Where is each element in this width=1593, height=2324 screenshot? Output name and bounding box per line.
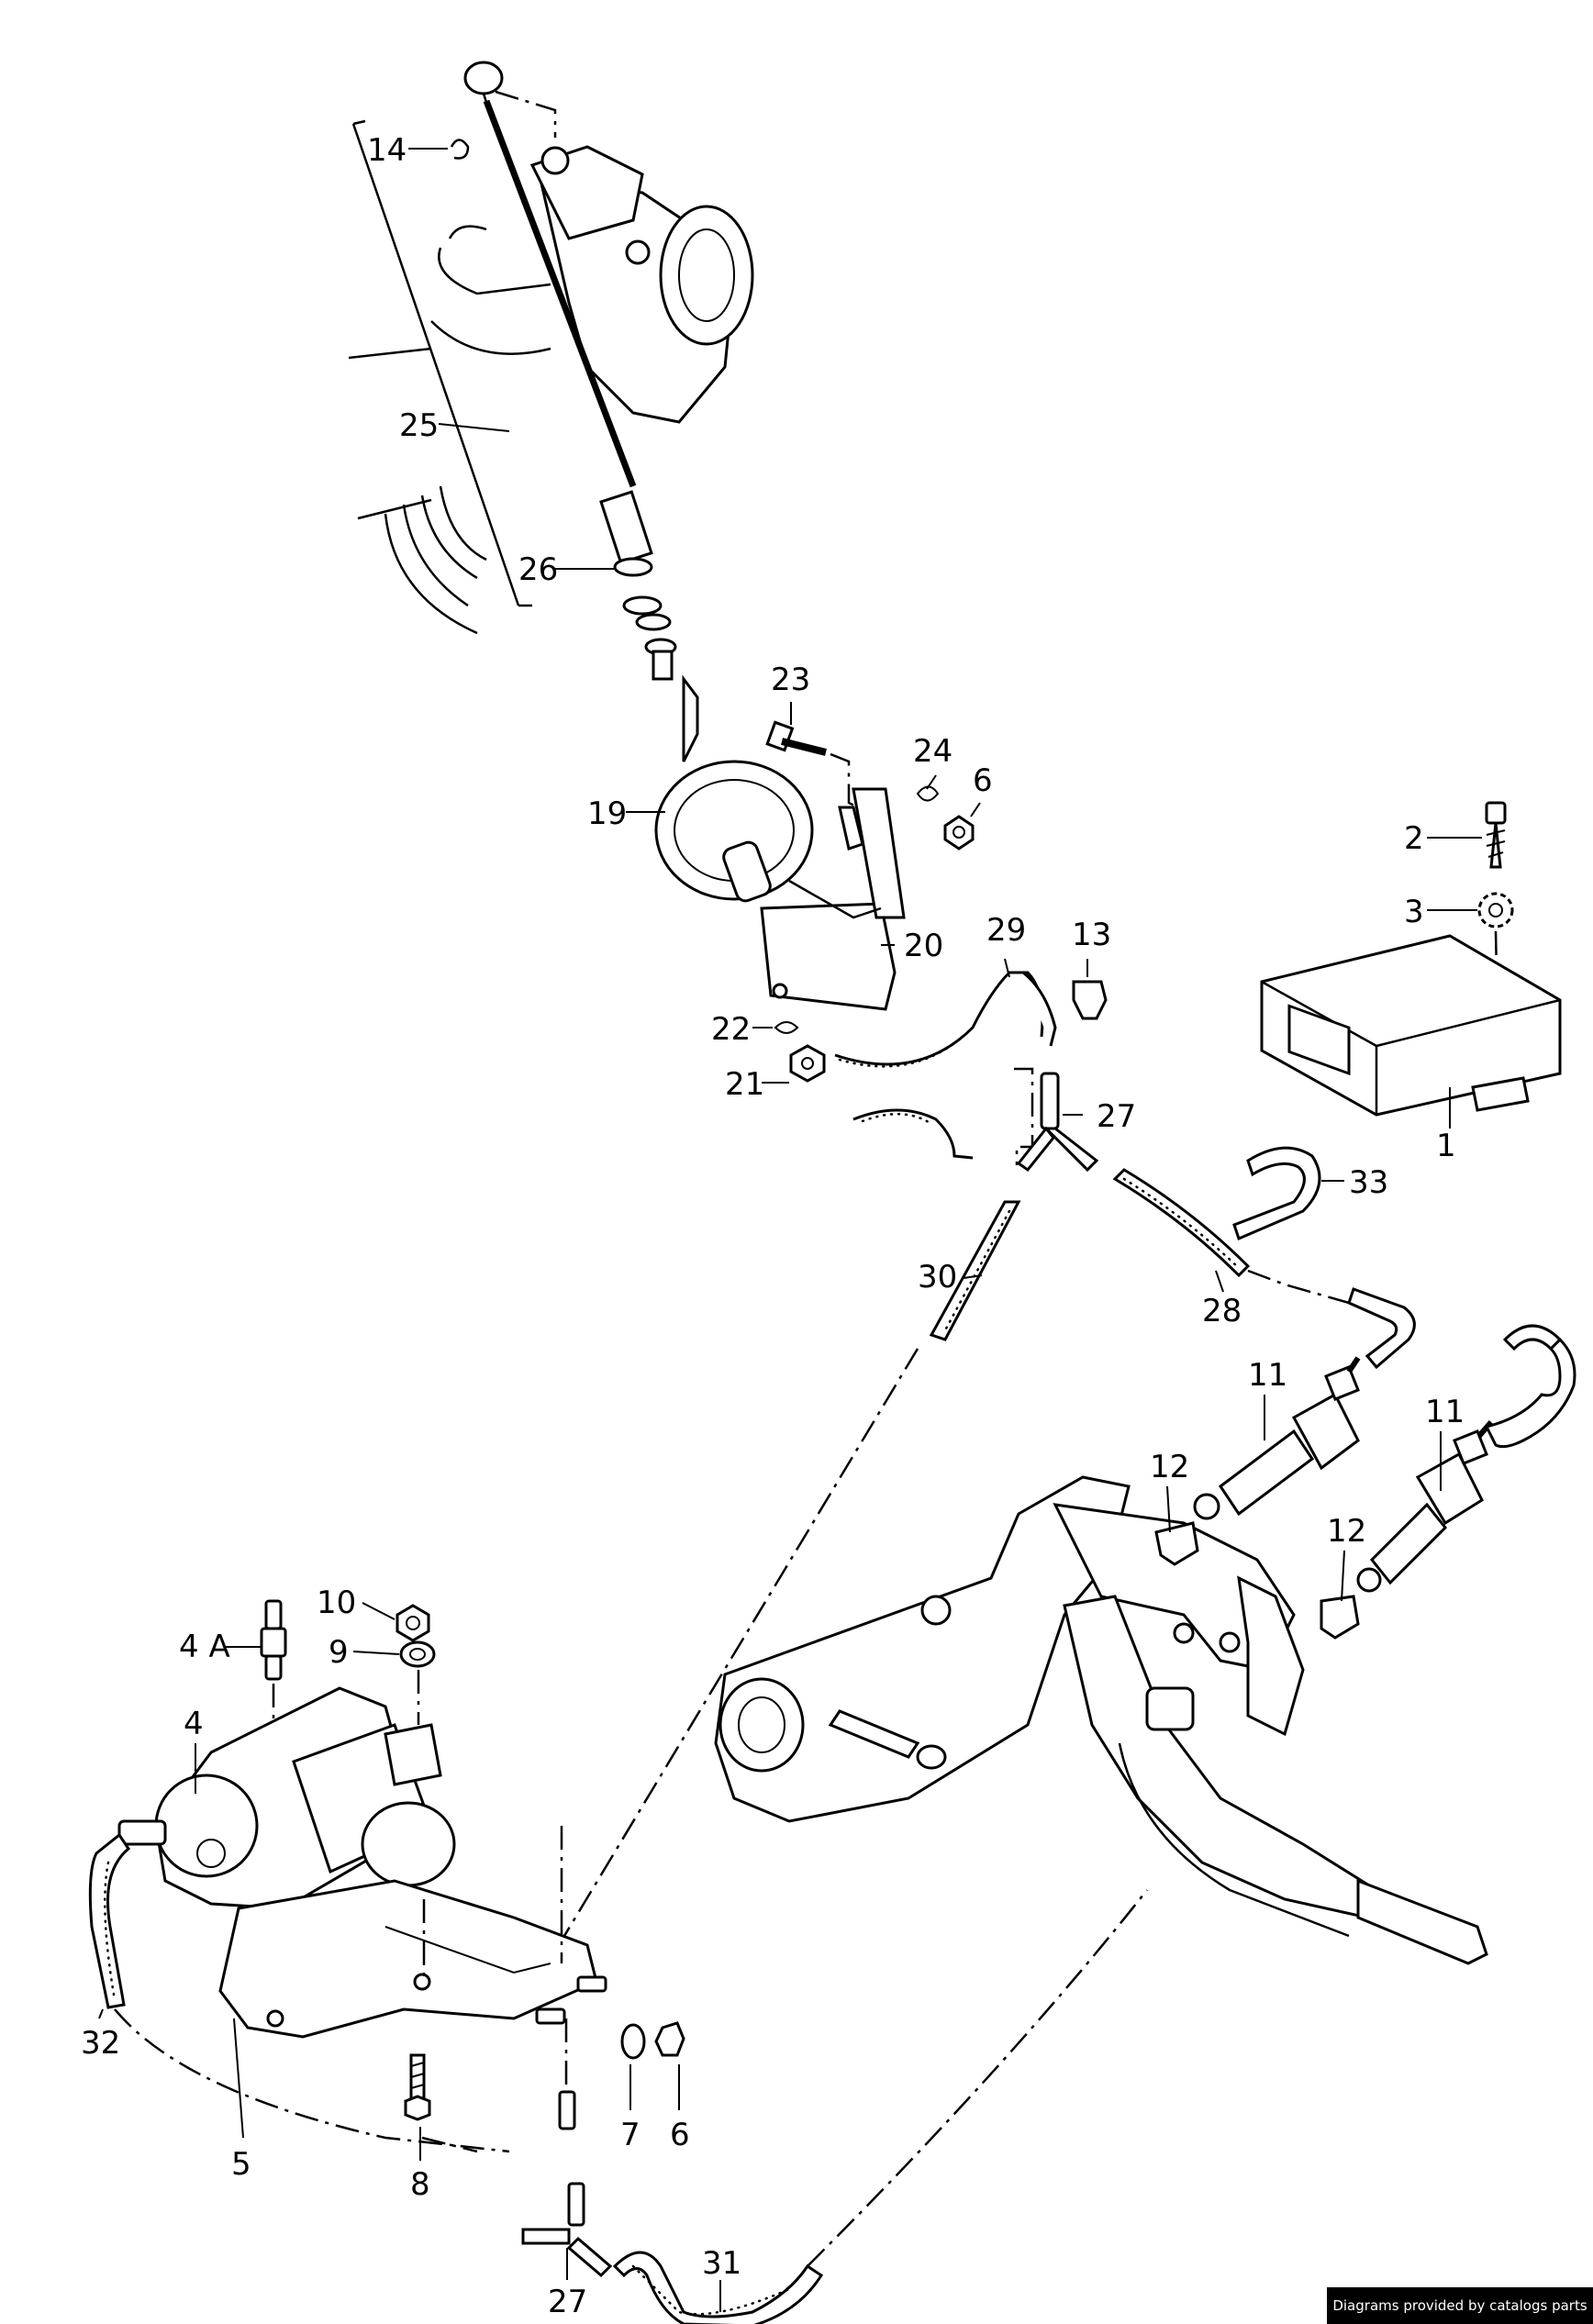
callout-7: 7 [620,2117,641,2153]
callout-4a: 4 A [179,1629,230,1665]
vacuum-unit-assembly [654,674,975,1083]
throttle-body-assembly [348,61,754,681]
callout-28: 28 [1202,1293,1242,1329]
credit-banner: Diagrams provided by catalogs parts [1327,2287,1593,2324]
callout-31: 31 [702,2245,741,2282]
callout-22: 22 [711,1011,751,1048]
callout-13: 13 [1072,917,1111,953]
callout-11-upper: 11 [1248,1357,1287,1394]
pedal-assembly [714,1475,1488,1965]
callout-11-lower: 11 [1425,1394,1465,1430]
callout-6-upper: 6 [973,762,993,799]
callout-33: 33 [1349,1164,1388,1201]
callout-5: 5 [231,2146,251,2183]
callout-32: 32 [81,2025,120,2062]
callout-14: 14 [367,132,407,169]
callout-3: 3 [1404,894,1424,930]
callout-19: 19 [587,795,627,832]
callout-10: 10 [317,1585,356,1621]
control-unit [1260,801,1562,1117]
callout-21: 21 [725,1066,764,1103]
callout-26: 26 [518,551,558,588]
leader-lines [98,148,1482,2312]
callout-labels: 14 25 26 19 23 24 6 20 22 21 29 13 27 30… [81,132,1465,2320]
callout-25: 25 [399,407,439,444]
callout-24: 24 [913,733,952,770]
callout-6-lower: 6 [670,2117,690,2153]
callout-29: 29 [986,912,1026,949]
callout-8: 8 [410,2166,430,2203]
callout-2: 2 [1404,820,1424,857]
vacuum-hoses-upper [563,971,1416,1937]
callout-9: 9 [329,1634,349,1671]
callout-30: 30 [918,1259,957,1295]
callout-20: 20 [904,928,943,964]
callout-27-upper: 27 [1097,1098,1136,1135]
callout-12-upper: 12 [1150,1449,1189,1485]
callout-12-lower: 12 [1327,1513,1366,1550]
vacuum-pump-assembly [88,1599,1148,2324]
callout-1: 1 [1436,1128,1456,1164]
callout-23: 23 [771,662,810,698]
callout-4: 4 [184,1706,204,1742]
callout-27-lower: 27 [548,2284,587,2320]
credit-text: Diagrams provided by catalogs parts [1332,2297,1587,2314]
brake-light-switches [1154,1324,1576,1640]
